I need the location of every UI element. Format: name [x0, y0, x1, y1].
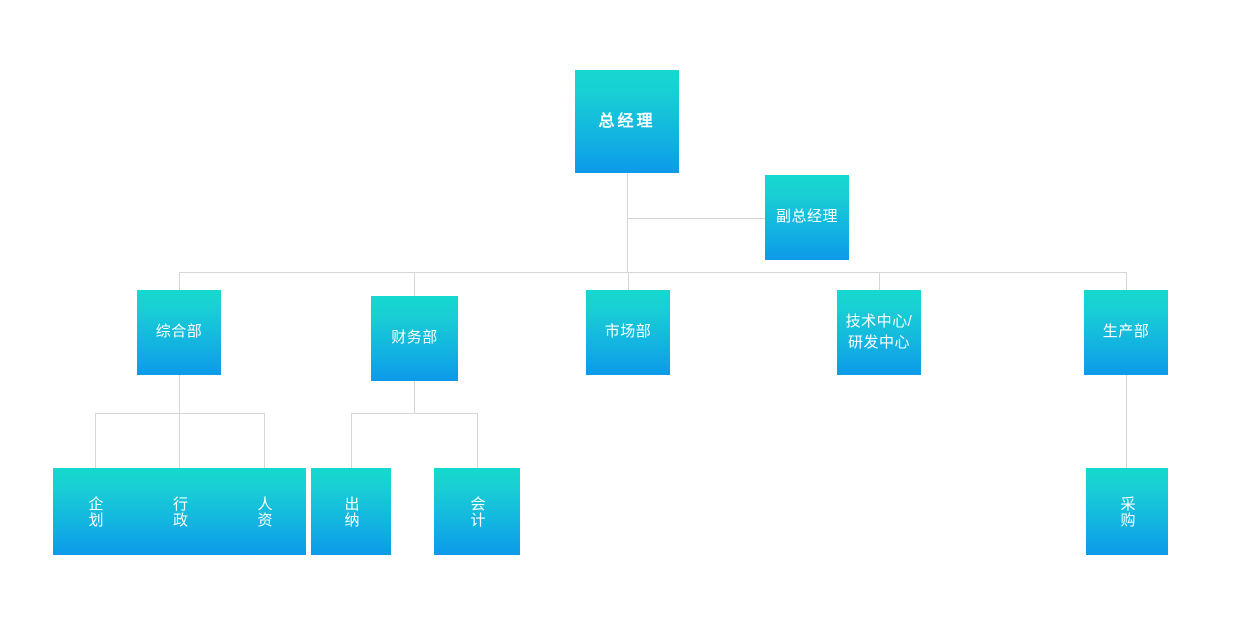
connector-root-to-deputy — [627, 218, 765, 219]
connector-drop-finance — [414, 272, 415, 296]
connector-drop-administration — [179, 413, 180, 468]
node-marketing-label: 市场部 — [604, 323, 652, 341]
connector-drop-production — [1126, 272, 1127, 290]
connector-drop-tech-center — [879, 272, 880, 290]
connector-level2-bus — [179, 272, 1127, 273]
node-finance-label: 财务部 — [391, 329, 438, 347]
connector-general-affairs-bus — [95, 413, 265, 414]
connector-drop-cashier — [351, 413, 352, 468]
connector-drop-accounting — [477, 413, 478, 468]
node-production-label: 生产部 — [1102, 323, 1150, 341]
connector-finance-trunk — [414, 381, 415, 413]
connector-finance-bus — [351, 413, 478, 414]
connector-drop-planning — [95, 413, 96, 468]
node-finance[interactable]: 财务部 — [371, 296, 458, 381]
node-accounting-label: 会计 — [468, 495, 486, 528]
node-general-affairs-label: 综合部 — [155, 323, 203, 341]
node-marketing[interactable]: 市场部 — [586, 290, 670, 375]
node-planning-label: 企划 — [86, 495, 104, 528]
node-general-affairs[interactable]: 综合部 — [137, 290, 221, 375]
connector-drop-human-resources — [264, 413, 265, 468]
node-tech-center[interactable]: 技术中心/ 研发中心 — [837, 290, 921, 375]
node-accounting[interactable]: 会计 — [434, 468, 520, 555]
node-procurement[interactable]: 采购 — [1086, 468, 1168, 555]
node-administration-label: 行政 — [171, 495, 188, 528]
node-cashier[interactable]: 出纳 — [311, 468, 391, 555]
node-deputy-general-manager-label: 副总经理 — [775, 208, 838, 226]
node-general-manager-label: 总经理 — [598, 112, 656, 130]
connector-drop-marketing — [628, 272, 629, 290]
node-production[interactable]: 生产部 — [1084, 290, 1168, 375]
connector-drop-general-affairs — [179, 272, 180, 290]
node-procurement-label: 采购 — [1118, 495, 1136, 528]
node-cashier-label: 出纳 — [342, 495, 360, 528]
node-general-manager[interactable]: 总经理 — [575, 70, 679, 173]
connector-general-affairs-trunk — [179, 375, 180, 413]
connector-production-to-procurement — [1126, 375, 1127, 468]
node-administration[interactable]: 行政 — [137, 468, 222, 555]
node-tech-center-label: 技术中心/ 研发中心 — [845, 313, 913, 351]
connector-root-trunk — [627, 173, 628, 272]
node-human-resources-label: 人资 — [255, 495, 273, 528]
node-human-resources[interactable]: 人资 — [222, 468, 306, 555]
node-deputy-general-manager[interactable]: 副总经理 — [765, 175, 849, 260]
node-planning[interactable]: 企划 — [53, 468, 137, 555]
